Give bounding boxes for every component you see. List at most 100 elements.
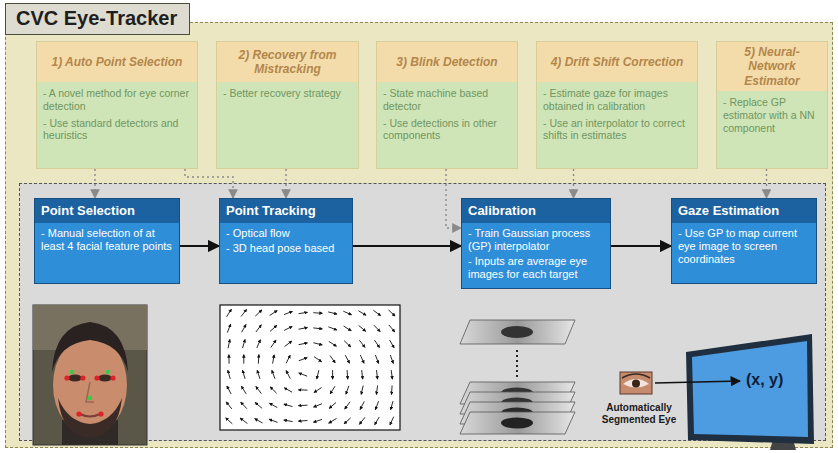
flow-vector [299, 373, 307, 376]
flow-vector [317, 370, 319, 379]
pipeline-description: - 3D head pose based [220, 242, 352, 257]
flow-vector [258, 355, 260, 364]
flow-vector [389, 310, 396, 316]
flow-vector [285, 341, 292, 346]
flow-vector [257, 370, 260, 379]
flow-vector [329, 419, 337, 424]
planned-module-box: 4) Drift Shift Correction- Estimate gaze… [536, 41, 698, 169]
flow-vector [345, 355, 349, 363]
module-description: - Use detections in other components [377, 115, 517, 145]
flow-vector [390, 355, 393, 363]
flow-vector [299, 312, 308, 313]
module-heading: 2) Recovery from Mistracking [217, 42, 358, 82]
flow-vector [243, 355, 244, 364]
flow-vector [359, 340, 365, 347]
flow-vector [344, 326, 352, 331]
planned-link-arrow [766, 169, 767, 198]
flow-vector [242, 325, 246, 333]
flow-vector [313, 312, 322, 314]
flow-vector [284, 326, 292, 330]
flow-vector [227, 309, 232, 317]
flow-vector [242, 386, 247, 394]
pipeline-body: - Use GP to map current eye image to scr… [672, 223, 816, 283]
flow-vector [240, 418, 247, 423]
flow-vector [284, 420, 293, 422]
flow-vector [269, 419, 277, 422]
segmented-eye [620, 372, 652, 394]
planned-link-arrow [285, 169, 286, 198]
flow-vector [256, 386, 261, 393]
flow-vector [228, 339, 230, 348]
pipeline-body: - Optical flow- 3D head pose based [220, 223, 352, 283]
flow-vector [255, 419, 263, 423]
flow-vector [243, 370, 246, 379]
flow-vector [257, 340, 261, 348]
flow-vector [391, 386, 393, 395]
flow-vector [241, 310, 247, 317]
flow-vector [330, 386, 335, 394]
planned-module-box: 2) Recovery from Mistracking- Better rec… [216, 41, 359, 169]
flow-vector [284, 404, 293, 406]
flow-vector [284, 388, 292, 392]
flow-vector [273, 355, 275, 364]
flow-vector [346, 386, 349, 394]
module-description: - Use an interpolator to correct shifts … [537, 115, 697, 145]
flow-vector [286, 355, 290, 363]
flow-vector [329, 403, 336, 409]
flow-arrow [180, 245, 219, 247]
pipeline-heading: Calibration [462, 199, 610, 223]
planned-module-box: 5) Neural-Network Estimator- Replace GP … [716, 41, 828, 169]
flow-vector [272, 370, 275, 378]
flow-vector [375, 417, 380, 425]
planned-module-box: 3) Blink Detection- State machine based … [376, 41, 518, 169]
flow-vector [390, 340, 395, 348]
planned-link-arrow [446, 169, 461, 228]
flow-vector [328, 327, 336, 330]
pipeline-description: - Use GP to map current eye image to scr… [672, 227, 816, 268]
planned-link-arrow [94, 169, 95, 198]
flow-vector [374, 325, 380, 331]
flow-field-frame [220, 305, 400, 430]
flow-vector [284, 311, 292, 314]
flow-vector [345, 402, 350, 409]
leader-line [655, 381, 740, 383]
flow-vector [255, 310, 262, 316]
pipeline-description: - Optical flow [220, 227, 352, 242]
flow-vector [375, 355, 378, 363]
flow-vector [299, 420, 308, 422]
planned-link-arrow [573, 169, 574, 198]
flow-vector [359, 417, 365, 424]
flow-vector [270, 325, 277, 331]
pipeline-box: Point Tracking- Optical flow- 3D head po… [219, 198, 353, 284]
flow-vector [227, 324, 230, 332]
flow-vector [243, 340, 246, 349]
flow-vector [375, 340, 380, 347]
pipeline-heading: Point Selection [35, 199, 179, 223]
flow-vector [376, 386, 377, 395]
flow-vector [299, 343, 308, 345]
pipeline-body: - Manual selection of at least 4 facial … [35, 223, 179, 283]
flow-vector [347, 370, 349, 379]
pipeline-heading: Point Tracking [220, 199, 352, 223]
flow-vector [375, 401, 378, 409]
flow-vector [314, 388, 321, 393]
module-description: - A novel method for eye corner detectio… [37, 82, 197, 115]
pipeline-box: Gaze Estimation- Use GP to map current e… [671, 198, 817, 284]
flow-vector [313, 328, 322, 329]
eye-image-stack [460, 320, 575, 434]
flow-vector [227, 386, 231, 394]
module-description: - Better recovery strategy [217, 82, 358, 102]
flow-vector [362, 370, 363, 379]
flow-arrow [611, 245, 671, 247]
pipeline-description: - Manual selection of at least 4 facial … [35, 227, 179, 255]
flow-vector [389, 325, 395, 332]
flow-vector [270, 387, 276, 393]
title-tab: CVC Eye-Tracker [5, 3, 190, 35]
flow-vector [228, 355, 229, 364]
flow-vector [241, 402, 247, 409]
flow-vector [313, 343, 322, 345]
flow-vector [271, 340, 276, 347]
flow-vector [330, 356, 335, 363]
flow-vector [299, 328, 308, 330]
flow-vector [286, 371, 290, 379]
